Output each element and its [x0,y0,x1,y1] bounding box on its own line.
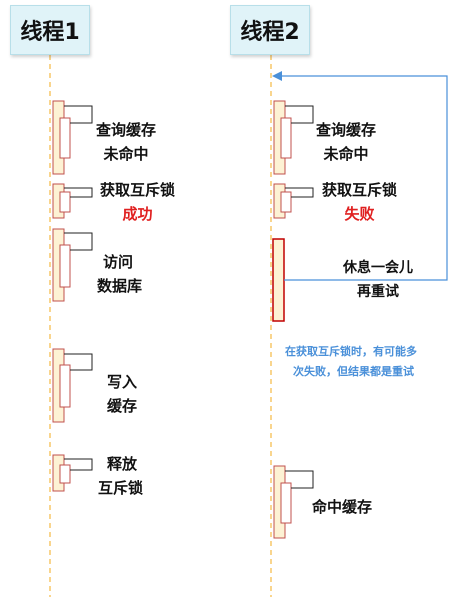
thread2-query-cache-label: 查询缓存 未命中 [316,118,376,166]
note-line: 次失败，但结果都是重试 [293,365,414,378]
thread2-step-sleep [272,238,285,322]
label-line: 未命中 [323,145,369,163]
thread2-step-hit-cache [273,465,314,539]
thread1-step-query-cache [52,100,93,175]
thread2-acquire-lock-label: 获取互斥锁 失败 [322,178,397,226]
label-line: 释放 [107,455,138,473]
thread1-query-db-label: 访问 数据库 [97,250,142,298]
label-line: 查询缓存 [316,121,377,139]
retry-arrow [272,71,448,281]
label-line: 查询缓存 [96,121,157,139]
label-line: 访问 [103,253,134,271]
label-line: 获取互斥锁 [100,181,176,199]
label-line: 未命中 [103,145,149,163]
thread1-release-lock-label: 释放 互斥锁 [98,452,143,500]
label-line: 再重试 [357,284,399,300]
label-line: 命中缓存 [312,498,373,516]
thread1-write-cache-label: 写入 缓存 [107,370,137,418]
label-line: 互斥锁 [98,479,144,497]
thread1-step-query-db [52,228,93,302]
thread2-step-query-cache [273,100,314,175]
label-line: 休息一会儿 [343,260,413,276]
note-line: 在获取互斥锁时，有可能多 [285,345,417,358]
thread1-header: 线程1 [10,5,90,55]
label-line: 数据库 [97,277,143,295]
thread1-acquire-lock-label: 获取互斥锁 成功 [100,178,175,226]
thread1-step-acquire-lock [52,183,93,219]
label-line: 写入 [107,373,138,391]
fail-status: 失败 [344,205,375,223]
thread2-header: 线程2 [230,5,310,55]
thread2-hit-cache-label: 命中缓存 [312,495,372,519]
thread1-step-release-lock [52,454,93,492]
thread1-step-write-cache [52,348,93,423]
thread2-step-acquire-lock [273,183,314,219]
thread1-query-cache-label: 查询缓存 未命中 [96,118,156,166]
label-line: 缓存 [107,397,138,415]
thread2-sleep-label: 休息一会儿 再重试 [343,256,413,304]
label-line: 获取互斥锁 [322,181,398,199]
success-status: 成功 [122,205,153,223]
retry-note: 在获取互斥锁时，有可能多 次失败，但结果都是重试 [285,342,417,382]
